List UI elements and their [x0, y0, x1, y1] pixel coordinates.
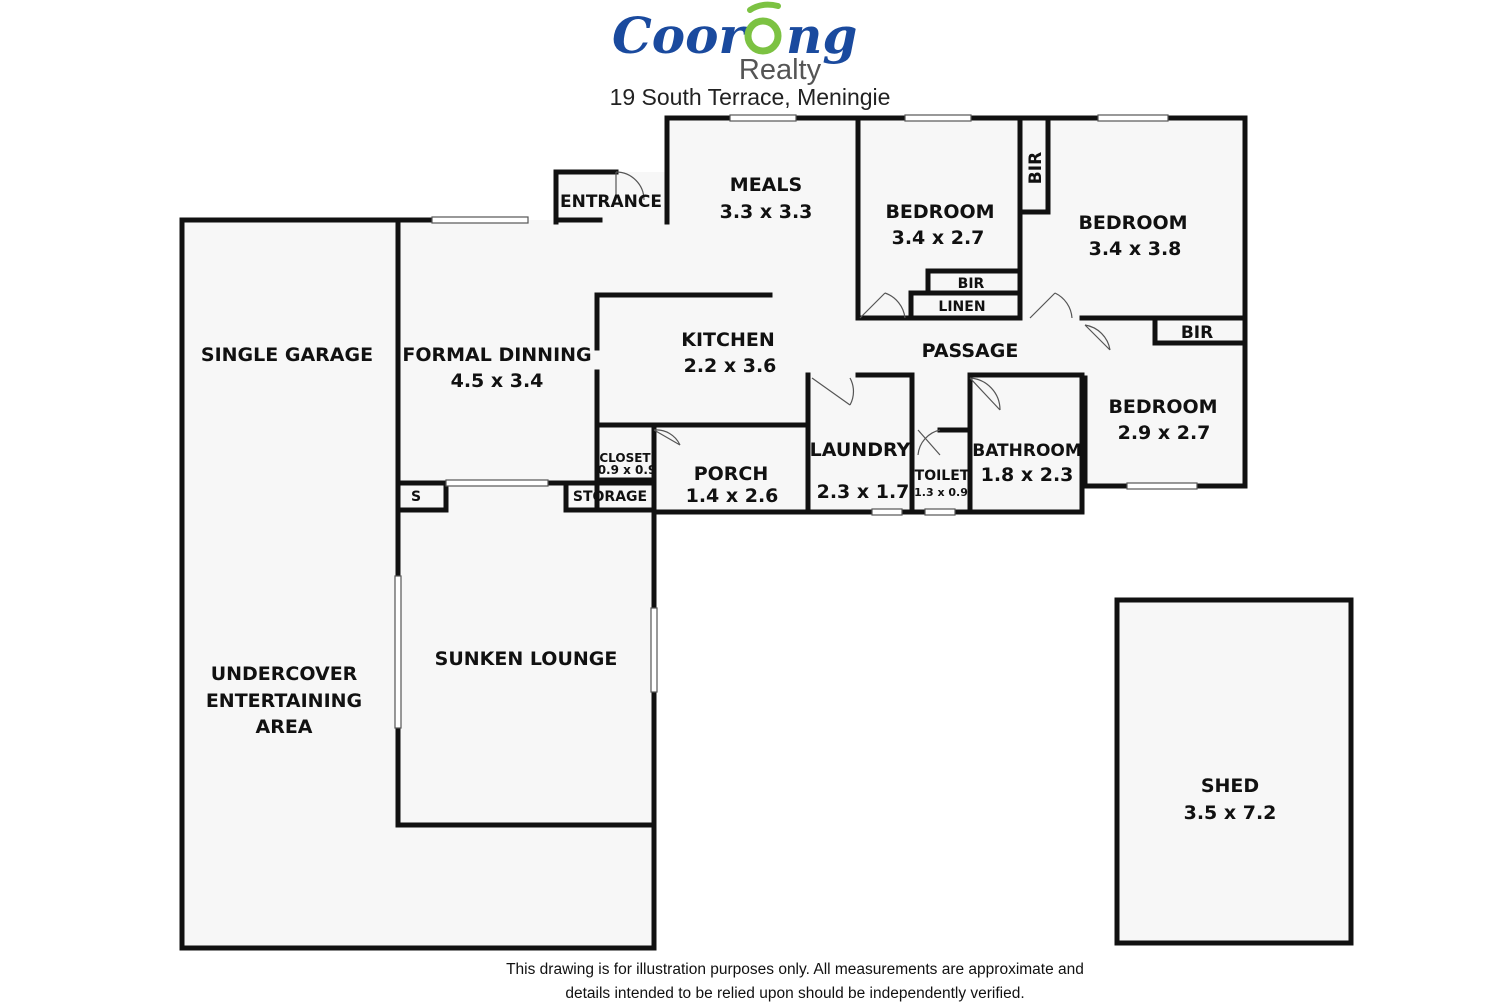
room-laundry-label: LAUNDRY	[810, 439, 911, 461]
room-kitchen-size: 2.2 x 3.6	[684, 355, 777, 377]
property-address: 19 South Terrace, Meningie	[609, 84, 891, 110]
room-shed-size: 3.5 x 7.2	[1184, 802, 1277, 824]
room-meals-size: 3.3 x 3.3	[720, 201, 813, 223]
room-toilet-size: 1.3 x 0.9	[914, 486, 968, 499]
room-store-s-label: S	[411, 489, 421, 505]
room-bathroom-label: BATHROOM	[972, 441, 1082, 461]
room-linen-label: LINEN	[938, 299, 985, 315]
room-bedroom3-size: 2.9 x 2.7	[1118, 422, 1211, 444]
logo-subtitle: Realty	[739, 54, 822, 86]
room-porch-label: PORCH	[694, 463, 769, 485]
room-storage-label: STORAGE	[573, 489, 647, 505]
windows	[394, 114, 1198, 729]
disclaimer-line-1: This drawing is for illustration purpose…	[506, 961, 1084, 978]
room-bir3-label: BIR	[1181, 323, 1213, 343]
room-meals-label: MEALS	[730, 174, 802, 196]
room-bir1-label: BIR	[1026, 152, 1046, 184]
room-bedroom2-size: 3.4 x 3.8	[1089, 238, 1182, 260]
room-bir2-label: BIR	[958, 276, 985, 292]
disclaimer: This drawing is for illustration purpose…	[0, 958, 1500, 1006]
room-bedroom2-label: BEDROOM	[1078, 212, 1187, 234]
room-bathroom-size: 1.8 x 2.3	[981, 464, 1074, 486]
coorong-realty-logo: Coor ng Realty	[612, 1, 857, 86]
room-bedroom1-size: 3.4 x 2.7	[892, 227, 985, 249]
room-entertaining-label-1: UNDERCOVER	[211, 663, 358, 685]
room-closet-size: 0.9 x 0.9	[598, 463, 657, 477]
room-entertaining-label-2: ENTERTAINING	[206, 690, 362, 712]
doors	[615, 171, 1111, 456]
room-toilet-label: TOILET	[915, 468, 970, 484]
room-passage-label: PASSAGE	[922, 340, 1019, 362]
logo-swoosh-o	[744, 1, 782, 55]
room-entrance-label: ENTRANCE	[560, 192, 662, 212]
room-bedroom1-label: BEDROOM	[885, 201, 994, 223]
room-lounge-label: SUNKEN LOUNGE	[435, 648, 618, 670]
room-kitchen-label: KITCHEN	[681, 329, 774, 351]
room-bedroom3-label: BEDROOM	[1108, 396, 1217, 418]
room-porch-size: 1.4 x 2.6	[686, 485, 779, 507]
disclaimer-line-2: details intended to be relied upon shoul…	[565, 985, 1025, 1002]
room-laundry-size: 2.3 x 1.7	[817, 481, 910, 503]
room-closet-label: CLOSET	[599, 451, 651, 465]
logo-wordmark-end: ng	[786, 6, 857, 65]
logo-wordmark: Coor	[612, 6, 748, 65]
room-dining-size: 4.5 x 3.4	[451, 370, 544, 392]
room-garage-label: SINGLE GARAGE	[201, 344, 373, 366]
room-shed-label: SHED	[1201, 775, 1259, 797]
room-entertaining-label-3: AREA	[255, 716, 312, 738]
room-dining-label: FORMAL DINNING	[402, 344, 591, 366]
